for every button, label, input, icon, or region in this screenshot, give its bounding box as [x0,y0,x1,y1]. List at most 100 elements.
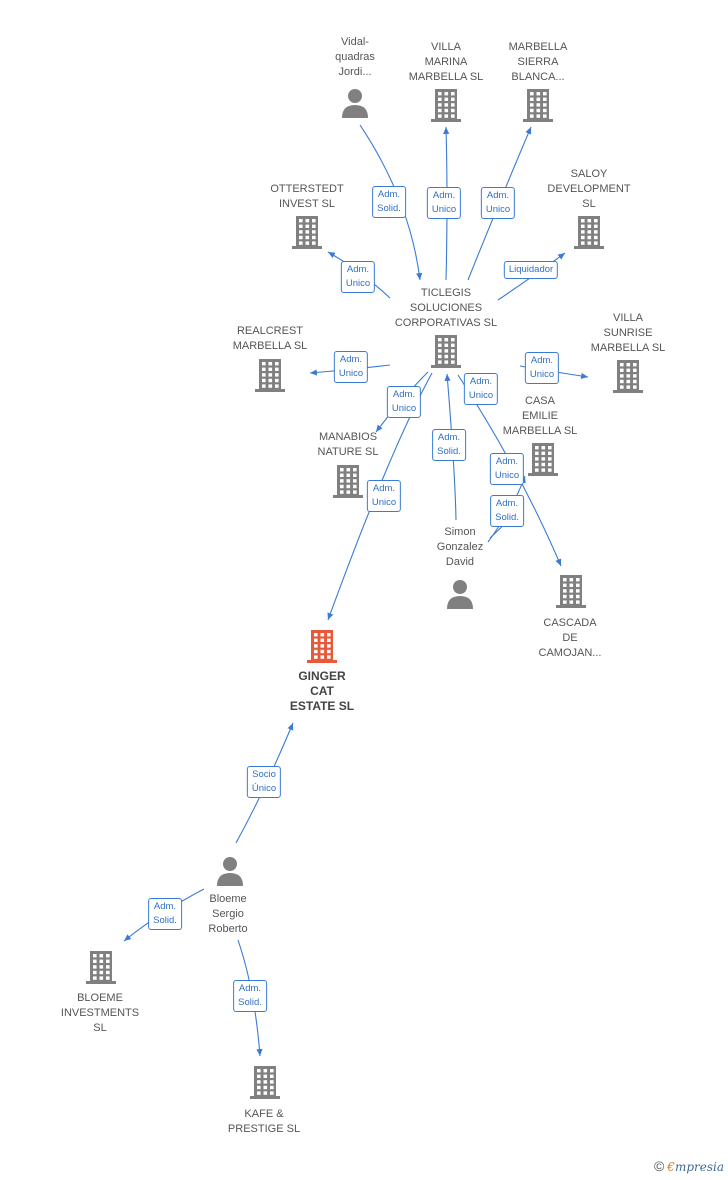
node-label-line: SOLUCIONES [409,302,483,314]
node-label-line: MARBELLA SL [590,342,666,354]
node-label-line: SIERRA [517,56,559,68]
casa-emilie-label[interactable]: CASA EMILIE MARBELLA SL [503,394,578,439]
edge-role-tag[interactable]: Liquidador [503,261,559,279]
node-label-line: Sergio [212,908,244,920]
villa-marina-building-icon[interactable] [431,87,461,128]
node-label-line: MARBELLA SL [232,340,308,352]
node-label-line: DEVELOPMENT [547,183,631,195]
node-label-line: GINGER [298,669,346,683]
simon-person-icon[interactable] [445,578,475,615]
bloeme-inv-label[interactable]: BLOEME INVESTMENTS SL [61,991,139,1036]
casa-emilie-building-icon[interactable] [528,441,558,482]
otterstedt-building-icon[interactable] [292,214,322,255]
cascada-building-icon[interactable] [556,573,586,614]
edge-role-line: Solid. [238,997,262,1008]
edge-role-line: Unico [391,403,417,414]
node-label-line: KAFE & [244,1108,284,1120]
edge-role-line: Adm. [377,189,401,200]
ginger-building-icon[interactable] [307,628,337,669]
node-label-line: Gonzalez [436,541,484,553]
node-label-line: REALCREST [236,325,304,337]
realcrest-label[interactable]: REALCREST MARBELLA SL [233,324,308,354]
edge-role-tag[interactable]: Adm. Unico [463,373,499,405]
edge-role-tag[interactable]: Adm. Unico [366,480,402,512]
edge-role-tag[interactable]: Adm. Solid. [148,898,182,930]
edge-role-line: Unico [468,390,494,401]
edge-role-line: Solid. [377,203,401,214]
node-label-line: BLOEME [77,992,123,1004]
kafe-building-icon[interactable] [250,1064,280,1105]
node-label-line: CASA [525,395,555,407]
node-label-line: SUNRISE [603,327,653,339]
edge-role-tag[interactable]: Adm.Unico [340,261,376,293]
node-label-line: TICLEGIS [420,287,472,299]
node-label-line: Bloeme [209,893,247,905]
manabios-building-icon[interactable] [333,463,363,504]
villa-sunrise-building-icon[interactable] [613,358,643,399]
bloeme-inv-building-icon[interactable] [86,949,116,990]
node-label-line: INVEST SL [278,198,336,210]
edge-role-line: Adm. [153,901,177,912]
empresia-brand-logo: ©€mpresia [653,1158,724,1174]
node-label-line: MARINA [424,56,468,68]
node-label-line: NATURE SL [317,446,379,458]
edge-role-line: Solid. [153,915,177,926]
vidal-person-icon[interactable] [340,87,370,124]
node-label-line: SL [93,1022,107,1034]
bloeme-person-icon[interactable] [215,855,245,892]
node-label-line: PRESTIGE SL [227,1123,301,1135]
edge-role-line: Único [251,783,277,794]
manabios-label[interactable]: MANABIOS NATURE SL [318,430,379,460]
edge-role-tag[interactable]: Adm.Unico [426,187,462,219]
node-label-line: INVESTMENTS [60,1007,140,1019]
edge-role-tag[interactable]: Adm.Unico [489,453,525,485]
node-label-line: Vidal- [341,36,369,48]
node-label-line: MANABIOS [318,431,378,443]
edge-role-line: Adm. [469,376,493,387]
edge-role-line: Adm. [372,483,396,494]
ticlegis-building-icon[interactable] [431,333,461,374]
node-label-line: David [445,556,475,568]
edge-role-line: Unico [345,278,371,289]
edge-role-tag[interactable]: Adm. Solid. [372,186,406,218]
node-label-line: MARBELLA SL [408,71,484,83]
node-label-line: Jordi... [338,66,372,78]
edge-role-line: Adm. [432,190,456,201]
edge-ticlegis-to-ginger [327,372,433,621]
edge-role-line: Adm. [392,389,416,400]
edge-role-line: Unico [371,497,397,508]
marbella-sierra-building-icon[interactable] [523,87,553,128]
edge-role-line: Solid. [437,446,461,457]
node-label-line: EMILIE [521,410,559,422]
edge-role-line: Unico [529,369,555,380]
edge-role-line: Adm. [495,498,519,509]
saloy-building-icon[interactable] [574,214,604,255]
node-label-line: DE [562,632,578,644]
kafe-label[interactable]: KAFE & PRESTIGE SL [228,1107,300,1137]
realcrest-building-icon[interactable] [255,357,285,398]
node-label-line: Roberto [208,923,248,935]
edge-role-line: Adm. [437,432,461,443]
edge-role-tag[interactable]: Adm.Unico [524,352,560,384]
edge-role-tag[interactable]: Adm. Solid. [432,429,466,461]
node-label-line: MARBELLA SL [502,425,578,437]
edge-role-tag[interactable]: Adm.Unico [480,187,516,219]
edge-role-tag[interactable]: Adm. Unico [386,386,422,418]
edge-role-tag[interactable]: Adm.Unico [333,351,369,383]
edge-role-line: Adm. [486,190,510,201]
edge-role-tag[interactable]: Adm.Solid. [490,495,524,527]
edge-role-tag[interactable]: Adm.Solid. [233,980,267,1012]
node-label-line: SALOY [570,168,608,180]
